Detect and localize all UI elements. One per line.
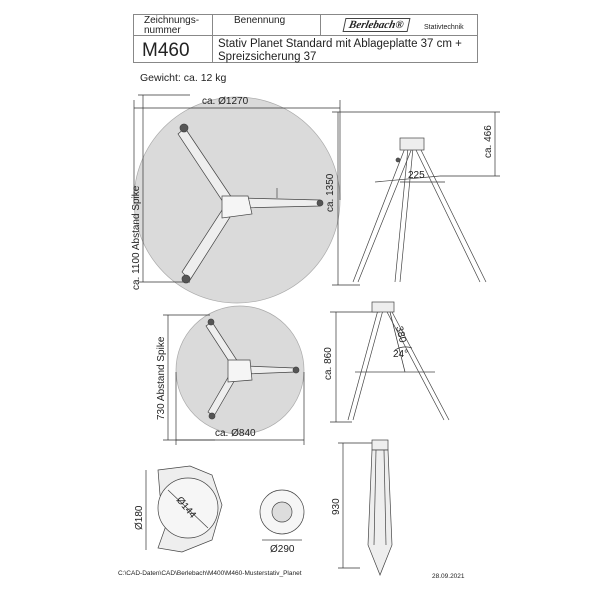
divider <box>134 35 477 36</box>
angle-arc <box>394 346 413 351</box>
drawing-number-label: Zeichnungs- nummer <box>144 15 200 36</box>
drawing-stroke <box>316 199 324 207</box>
designation: Stativ Planet Standard mit Ablageplatte … <box>218 38 462 63</box>
drawing-stroke <box>221 195 253 219</box>
drawing-stroke <box>133 94 500 576</box>
tripod-top-view <box>177 123 324 284</box>
dim-mid-diameter: ca. Ø840 <box>215 428 256 439</box>
drawing-stroke <box>181 274 191 284</box>
drawing-stroke <box>371 439 389 451</box>
folded-tripod-side <box>367 439 393 576</box>
dim-height-extended: ca. 1350 <box>325 173 336 212</box>
logo-subtext: Stativtechnik <box>424 24 464 31</box>
weight-label: Gewicht: ca. 12 kg <box>140 72 227 84</box>
dim-tray-offset: 225 <box>408 170 425 181</box>
drawing-date: 28.09.2021 <box>432 573 465 580</box>
tray-plate <box>157 465 223 553</box>
tripod-side-view-mid <box>347 301 450 421</box>
drawing-stroke <box>292 366 300 374</box>
drawing-stroke <box>385 309 450 421</box>
dim-folded-height: 930 <box>331 498 342 515</box>
drawing-stroke <box>371 301 395 313</box>
dim-mid-spike: 730 Abstand Spike <box>156 336 167 420</box>
drawing-stroke <box>179 123 189 133</box>
drawing-stroke <box>414 147 487 283</box>
drawing-stroke <box>399 137 425 151</box>
drawing-stroke <box>208 412 216 420</box>
dim-top-spike: ca. 1100 Abstand Spike <box>131 185 142 290</box>
drawing-stroke <box>347 309 384 421</box>
dimension-labels: ca. Ø1270 ca. 1100 Abstand Spike ca. 135… <box>131 96 494 555</box>
dim-plate-outer: Ø180 <box>134 505 145 530</box>
folded-tripod-top <box>259 489 305 541</box>
drawing-stroke <box>374 175 441 183</box>
tripod-top-view-small <box>205 318 300 420</box>
dim-head-height: ca. 466 <box>483 125 494 158</box>
drawing-stroke <box>239 197 321 209</box>
drawing-stroke <box>373 449 377 546</box>
dim-top-diameter: ca. Ø1270 <box>202 96 249 107</box>
divider <box>212 15 213 62</box>
drawing-stroke <box>394 147 414 283</box>
drawing-stroke <box>383 449 387 546</box>
drawing-stroke <box>395 157 401 163</box>
dim-mid-height: ca. 860 <box>323 347 334 380</box>
dim-folded-diameter: Ø290 <box>270 544 295 555</box>
drawing-stroke <box>167 489 209 529</box>
divider <box>320 15 321 35</box>
drawing-stroke <box>207 318 215 326</box>
drawing-stroke <box>271 501 293 523</box>
title-block: Zeichnungs- nummer Benennung Berlebach® … <box>133 14 478 63</box>
drawing-stroke <box>227 359 253 383</box>
tripod-side-view-extended <box>352 137 487 283</box>
drawing-number: M460 <box>142 40 190 61</box>
drawing-stroke <box>352 147 413 283</box>
designation-label: Benennung <box>234 15 286 26</box>
file-path: C:\CAD-Daten\CAD\Berlebach\M400\M460-Mus… <box>118 570 302 577</box>
dim-angle: 24° <box>393 349 408 360</box>
dim-mid-leg: 380 <box>393 325 408 344</box>
drawing-stroke <box>367 449 393 576</box>
